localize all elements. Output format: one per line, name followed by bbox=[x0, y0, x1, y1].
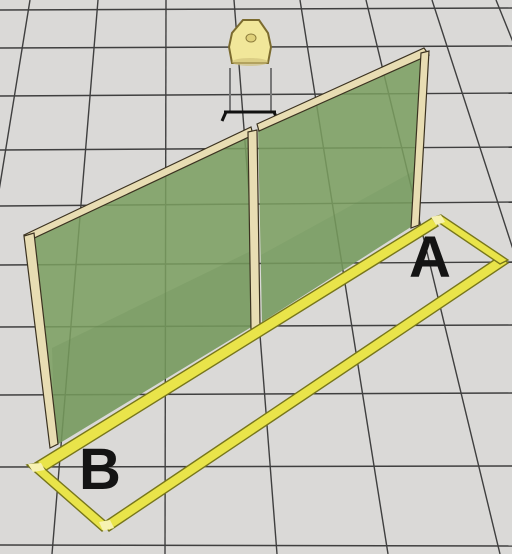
wall-post-right bbox=[410, 50, 430, 229]
wall-panel-right bbox=[258, 52, 424, 322]
green-wall-panels bbox=[22, 47, 430, 449]
label-b: B bbox=[79, 437, 121, 502]
target-stand bbox=[220, 19, 280, 122]
label-a: A bbox=[409, 225, 451, 290]
wall-post-left bbox=[23, 232, 59, 449]
yellow-fault-line-box bbox=[25, 214, 510, 532]
